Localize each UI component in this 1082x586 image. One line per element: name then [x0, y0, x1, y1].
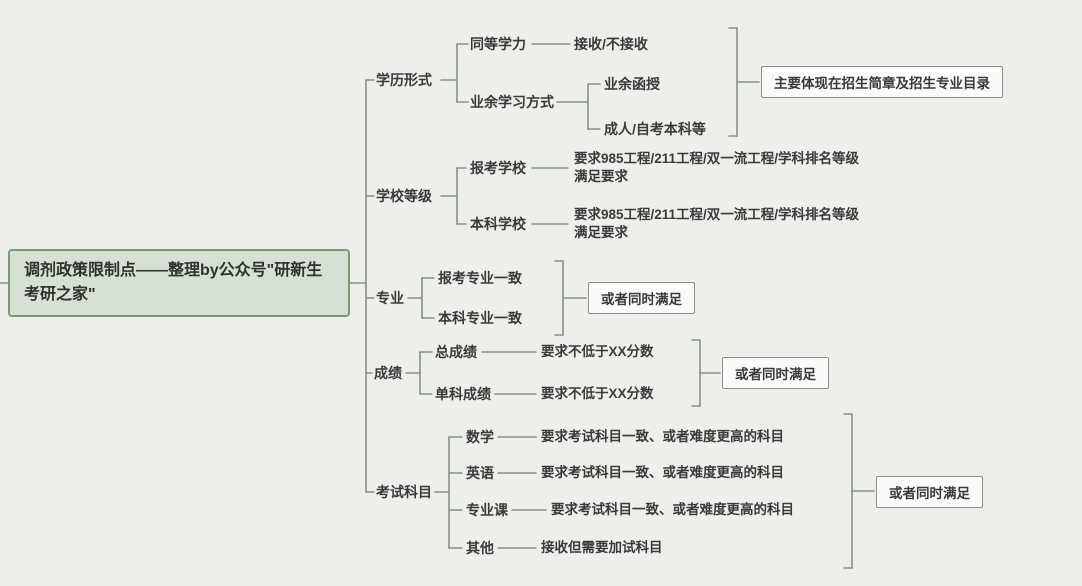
node-applied-school-requirement: 要求985工程/211工程/双一流工程/学科排名等级 满足要求 [574, 150, 859, 186]
node-adult-selfstudy: 成人/自考本科等 [604, 121, 706, 137]
note-admission-catalog: 主要体现在招生简章及招生专业目录 [761, 66, 1003, 98]
node-math-requirement: 要求考试科目一致、或者难度更高的科目 [541, 429, 784, 444]
node-single-subject-requirement: 要求不低于XX分数 [541, 386, 654, 401]
node-undergrad-school: 本科学校 [470, 216, 526, 232]
node-total-score: 总成绩 [435, 344, 477, 360]
node-math: 数学 [466, 429, 494, 445]
node-other-requirement: 接收但需要加试科目 [541, 540, 663, 555]
node-major-course-requirement: 要求考试科目一致、或者难度更高的科目 [551, 502, 794, 517]
note-score-both-satisfied: 或者同时满足 [722, 357, 829, 389]
requirement-line-1: 要求985工程/211工程/双一流工程/学科排名等级 [574, 151, 860, 166]
node-single-subject-score: 单科成绩 [435, 386, 491, 402]
node-correspondence: 业余函授 [604, 76, 660, 92]
note-major-both-satisfied: 或者同时满足 [588, 282, 695, 314]
branch-education-connectors [440, 27, 760, 137]
node-undergrad-school-requirement: 要求985工程/211工程/双一流工程/学科排名等级 满足要求 [574, 206, 859, 242]
node-accept-or-not: 接收/不接收 [574, 36, 648, 52]
branch-subject-connectors [434, 413, 875, 569]
node-major: 专业 [376, 290, 404, 306]
node-english-requirement: 要求考试科目一致、或者难度更高的科目 [541, 465, 784, 480]
branch-major-connectors [407, 260, 587, 336]
requirement-line-1: 要求985工程/211工程/双一流工程/学科排名等级 [574, 207, 860, 222]
node-undergrad-major-same: 本科专业一致 [438, 310, 522, 326]
node-education-form: 学历形式 [376, 72, 432, 88]
node-score: 成绩 [374, 365, 402, 381]
node-applied-major-same: 报考专业一致 [438, 270, 522, 286]
node-other: 其他 [466, 540, 494, 556]
requirement-line-2: 满足要求 [574, 169, 628, 184]
note-subject-both-satisfied: 或者同时满足 [876, 476, 983, 508]
node-exam-subjects: 考试科目 [376, 484, 432, 500]
branch-school-connectors [440, 167, 569, 225]
branch-score-connectors [405, 339, 721, 407]
node-equivalent-ability: 同等学力 [470, 36, 526, 52]
node-school-level: 学校等级 [376, 188, 432, 204]
root-connectors [0, 79, 375, 493]
node-parttime-study: 业余学习方式 [470, 94, 554, 110]
root-node: 调剂政策限制点——整理by公众号"研新生考研之家" [8, 249, 350, 317]
requirement-line-2: 满足要求 [574, 225, 628, 240]
node-major-course: 专业课 [466, 502, 508, 518]
node-total-score-requirement: 要求不低于XX分数 [541, 344, 654, 359]
node-english: 英语 [466, 465, 494, 481]
node-applied-school: 报考学校 [470, 160, 526, 176]
